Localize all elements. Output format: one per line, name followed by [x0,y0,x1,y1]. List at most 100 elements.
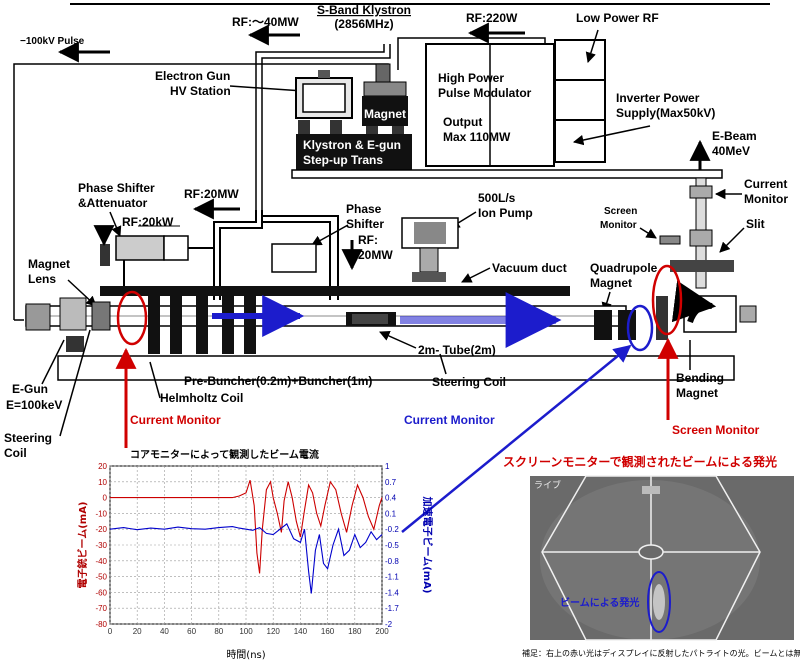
output-label-1: Output [443,115,482,129]
bending-label-2: Magnet [676,386,718,400]
tube-label: 2m- Tube(2m) [418,343,496,357]
screen-tag: ライブ [534,479,561,491]
magnet-lens-label-2: Lens [28,272,56,286]
current-monitor-top-label-2: Monitor [744,192,788,206]
chart-y-tick-left: 0 [103,494,108,503]
chart-x-tick: 100 [239,627,253,636]
ebeam-label-1: E-Beam [712,129,757,143]
chart-x-tick: 20 [133,627,142,636]
chart-title: コアモニターによって観測したビーム電流 [130,448,319,461]
prebuncher-label: Pre-Buncher(0.2m)+Buncher(1m) [184,374,372,388]
chart-x-tick: 160 [321,627,335,636]
chart-y-tick-right: 0.1 [385,509,397,518]
low-power-rf-rack [554,39,606,163]
rf-220w-label: RF:220W [466,11,518,25]
chart-x-tick: 40 [160,627,169,636]
inverter-label-2: Supply(Max50kV) [616,106,715,120]
low-power-rf-label: Low Power RF [576,11,659,25]
chart-y-tick-right: -0.8 [385,557,399,566]
chart-x-tick: 60 [187,627,196,636]
phase-shifter-label-1: Phase [346,202,382,216]
gun-hv-label-2: HV Station [170,84,231,98]
chart-x-tick: 0 [108,627,113,636]
chart-y-tick-right: 0.7 [385,478,397,487]
chart-x-tick: 80 [214,627,223,636]
chart-x-tick: 180 [348,627,362,636]
helmholtz-label: Helmholtz Coil [160,391,243,405]
chart-series-accelerated-beam [109,523,383,594]
magnet-lens-label-1: Magnet [28,257,70,271]
vacuum-duct-label: Vacuum duct [492,261,567,275]
klystron-tube [375,63,391,83]
screen-caption: スクリーンモニターで観測されたビームによる発光 [503,454,777,469]
egun-label-1: E-Gun [12,382,48,396]
chart-y-tick-left: 20 [98,462,107,471]
ebeam-label-2: 40MeV [712,144,750,158]
current-monitor-top-label-1: Current [744,177,787,191]
current-monitor-blue-ring [626,304,654,352]
chart-ylabel-right: 加速電子ビーム(mA) [421,496,434,594]
screen-monitor-red-ring [651,264,683,336]
step-up-trans [296,134,412,170]
magnet-label: Magnet [364,107,406,121]
chart-y-tick-left: -30 [95,541,107,550]
screen-monitor-red-label: Screen Monitor [672,423,760,437]
rf-20mw-b-label-1: RF: [358,233,378,247]
quad-label-1: Quadrupole [590,261,658,275]
chart-y-tick-left: 10 [98,478,107,487]
rf-40mw-label: RF:～40MW [232,15,299,29]
chart-y-tick-right: -2 [385,620,393,629]
chart-y-tick-right: -1.1 [385,573,399,582]
screen-mon-label-1: Screen [604,206,637,217]
chart-series [109,480,383,594]
chart-y-tick-right: -0.2 [385,525,399,534]
hppm-label-2: Pulse Modulator [438,86,532,100]
phase-att-label-1: Phase Shifter [78,181,155,195]
beam-glow-ring [647,571,671,633]
chart-x-tick: 120 [267,627,281,636]
quad-label-2: Magnet [590,276,632,290]
kly-trans-label-2: Step-up Trans [303,153,383,167]
klystron-freq-label: (2856MHz) [334,17,393,31]
chart-ylabel-left: 電子銃ビーム(mA) [76,502,89,589]
chart-y-tick-left: -80 [95,620,107,629]
chart-y-tick-right: -0.5 [385,541,399,550]
pump-label-2: Ion Pump [478,206,533,220]
chart-y-tick-right: -1.7 [385,604,399,613]
kly-trans-label-1: Klystron & E-gun [303,138,401,152]
steering-coil-label: Steering Coil [432,375,506,389]
rf-20mw-label: RF:20MW [184,187,239,201]
slit-label: Slit [746,217,765,231]
footnote: 補足：右上の赤い光はディスプレイに反射したパトライトの光。ビームとは無関係 [522,648,800,658]
phase-att-label-2: &Attenuator [78,196,148,210]
chart-x-tick: 200 [375,627,389,636]
beam-glow-label: ビームによる発光 [560,596,639,609]
current-monitor-red-label: Current Monitor [130,413,221,427]
pump-label-1: 500L/s [478,191,516,205]
chart-y-tick-left: -20 [95,525,107,534]
chart-y-tick-right: 0.4 [385,494,397,503]
egun-label-2: E=100keV [6,398,62,412]
chart-y-tick-right: -1.4 [385,588,399,597]
phase-shifter-label-2: Shifter [346,217,384,231]
klystron-magnet [362,96,408,126]
steer-label-1: Steering [4,431,52,445]
chart-y-tick-left: -50 [95,573,107,582]
chart-y-tick-left: -10 [95,509,107,518]
phase-shifter [271,243,317,273]
pulse-label: −100kV Pulse [20,36,85,47]
rf-20kw-label: RF:20kW [122,215,174,229]
base-table [57,355,735,381]
chart-series-gun-beam [110,480,383,574]
klystron-label: S-Band Klystron [317,3,411,17]
chart-y-tick-right: 1 [385,462,390,471]
hppm-label-1: High Power [438,71,504,85]
current-monitor-red-ring [116,290,148,346]
chart-xlabel: 時間(ns) [226,649,265,661]
chart-y-tick-left: -60 [95,588,107,597]
current-monitor-blue-label: Current Monitor [404,413,495,427]
chart-x-tick: 140 [294,627,308,636]
chart-y-tick-left: -40 [95,557,107,566]
bending-label-1: Bending [676,371,724,385]
